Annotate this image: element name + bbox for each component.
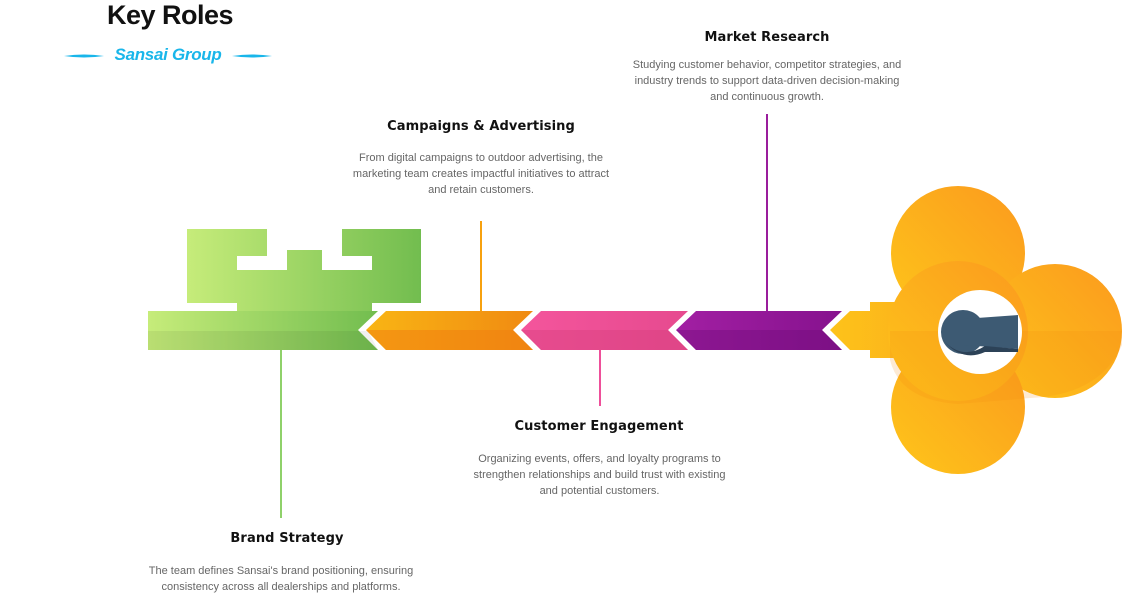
role-title-market-research: Market Research [704,30,830,45]
subtitle: Sansai Group [114,45,222,64]
key-bit [187,229,421,311]
segment-engagement [521,311,688,350]
segment-market-research [676,311,842,350]
subtitle-decoration [64,54,272,58]
role-title-brand-strategy: Brand Strategy [230,531,344,546]
role-title-campaigns: Campaigns & Advertising [387,119,575,134]
role-desc-market-research: Studying customer behavior, competitor s… [632,59,902,103]
role-desc-brand-strategy: The team defines Sansai's brand position… [148,565,414,593]
keyhole-icon [941,310,1018,356]
role-desc-engagement: Organizing events, offers, and loyalty p… [473,453,726,497]
role-title-engagement: Customer Engagement [514,419,684,434]
segment-brand-strategy [148,311,378,350]
role-desc-campaigns: From digital campaigns to outdoor advert… [352,152,610,196]
page-title: Key Roles [107,0,234,30]
subtitle-group: Sansai Group [62,44,274,68]
